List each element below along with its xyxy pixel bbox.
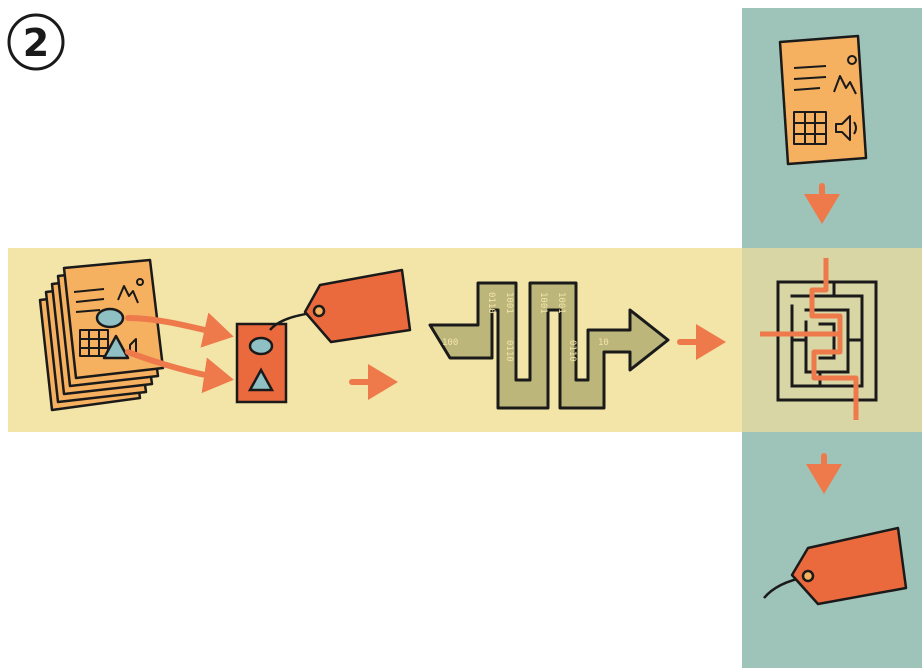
ribbon-bits: 1001 [538, 292, 548, 314]
multimedia-document-icon [778, 34, 868, 166]
maze-path [760, 258, 859, 420]
ribbon-bits: 10 [598, 338, 609, 348]
ribbon-bits: 1001 [556, 292, 566, 314]
feature-card-icon [235, 322, 288, 404]
feature-extraction-arrows [125, 312, 234, 394]
ribbon-bits: 0110 [567, 340, 577, 362]
ribbon-bits: 1001 [504, 292, 514, 314]
ribbon-bits: 01 [609, 360, 619, 371]
ribbon-bits: 100 [442, 338, 458, 348]
ribbon-bits: 0110 [504, 340, 514, 362]
output-tag-icon [763, 526, 908, 606]
label-tag-icon [303, 268, 412, 344]
step-number: 2 [23, 21, 49, 65]
maze-icon [776, 280, 878, 402]
document-stack-icon [38, 258, 165, 412]
band-overlap [742, 248, 922, 432]
ribbon-bits: 0110 [486, 292, 496, 314]
step-badge: 2 [7, 13, 65, 71]
binary-ribbon-icon: 100 0110 1001 0110 1001 1001 0110 10 01 [428, 281, 670, 410]
